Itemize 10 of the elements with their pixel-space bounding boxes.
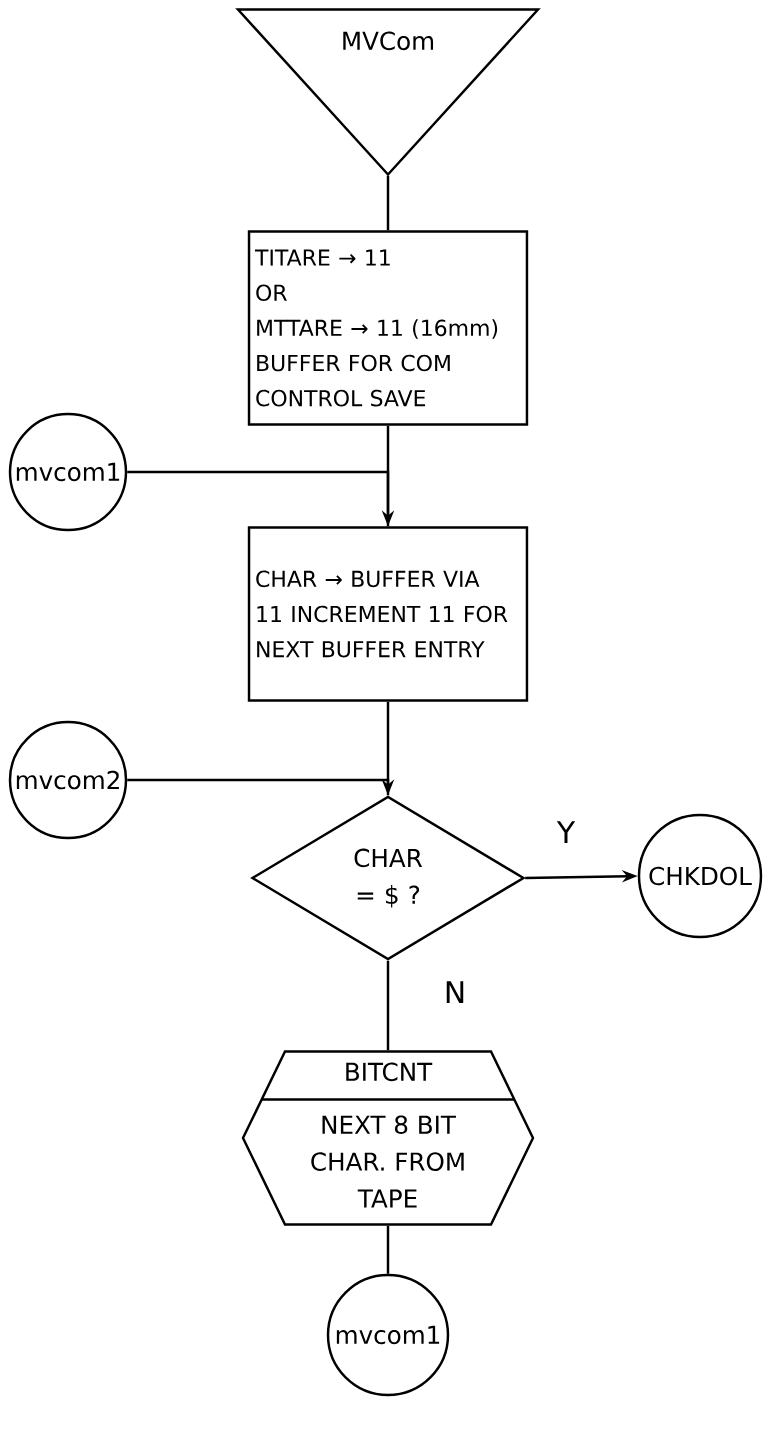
connector-line bbox=[386, 701, 390, 796]
edge-label: N bbox=[440, 977, 470, 1007]
process-box: CHAR → BUFFER VIA 11 INCREMENT 11 FOR NEXT BUFFER ENTRY bbox=[247, 526, 529, 702]
predefined-process-hexagon: BITCNT NEXT 8 BIT CHAR. FROM TAPE bbox=[241, 1050, 535, 1226]
process-box: TITARE → 11 OR MTTARE → 11 (16mm) BUFFER FOR COM CONTROL SAVE bbox=[247, 230, 529, 426]
connector-line bbox=[386, 960, 390, 1051]
edge-label: Y bbox=[553, 817, 579, 847]
connector-line bbox=[386, 425, 390, 527]
connector-line bbox=[386, 175, 390, 231]
connector-line bbox=[386, 1225, 390, 1274]
